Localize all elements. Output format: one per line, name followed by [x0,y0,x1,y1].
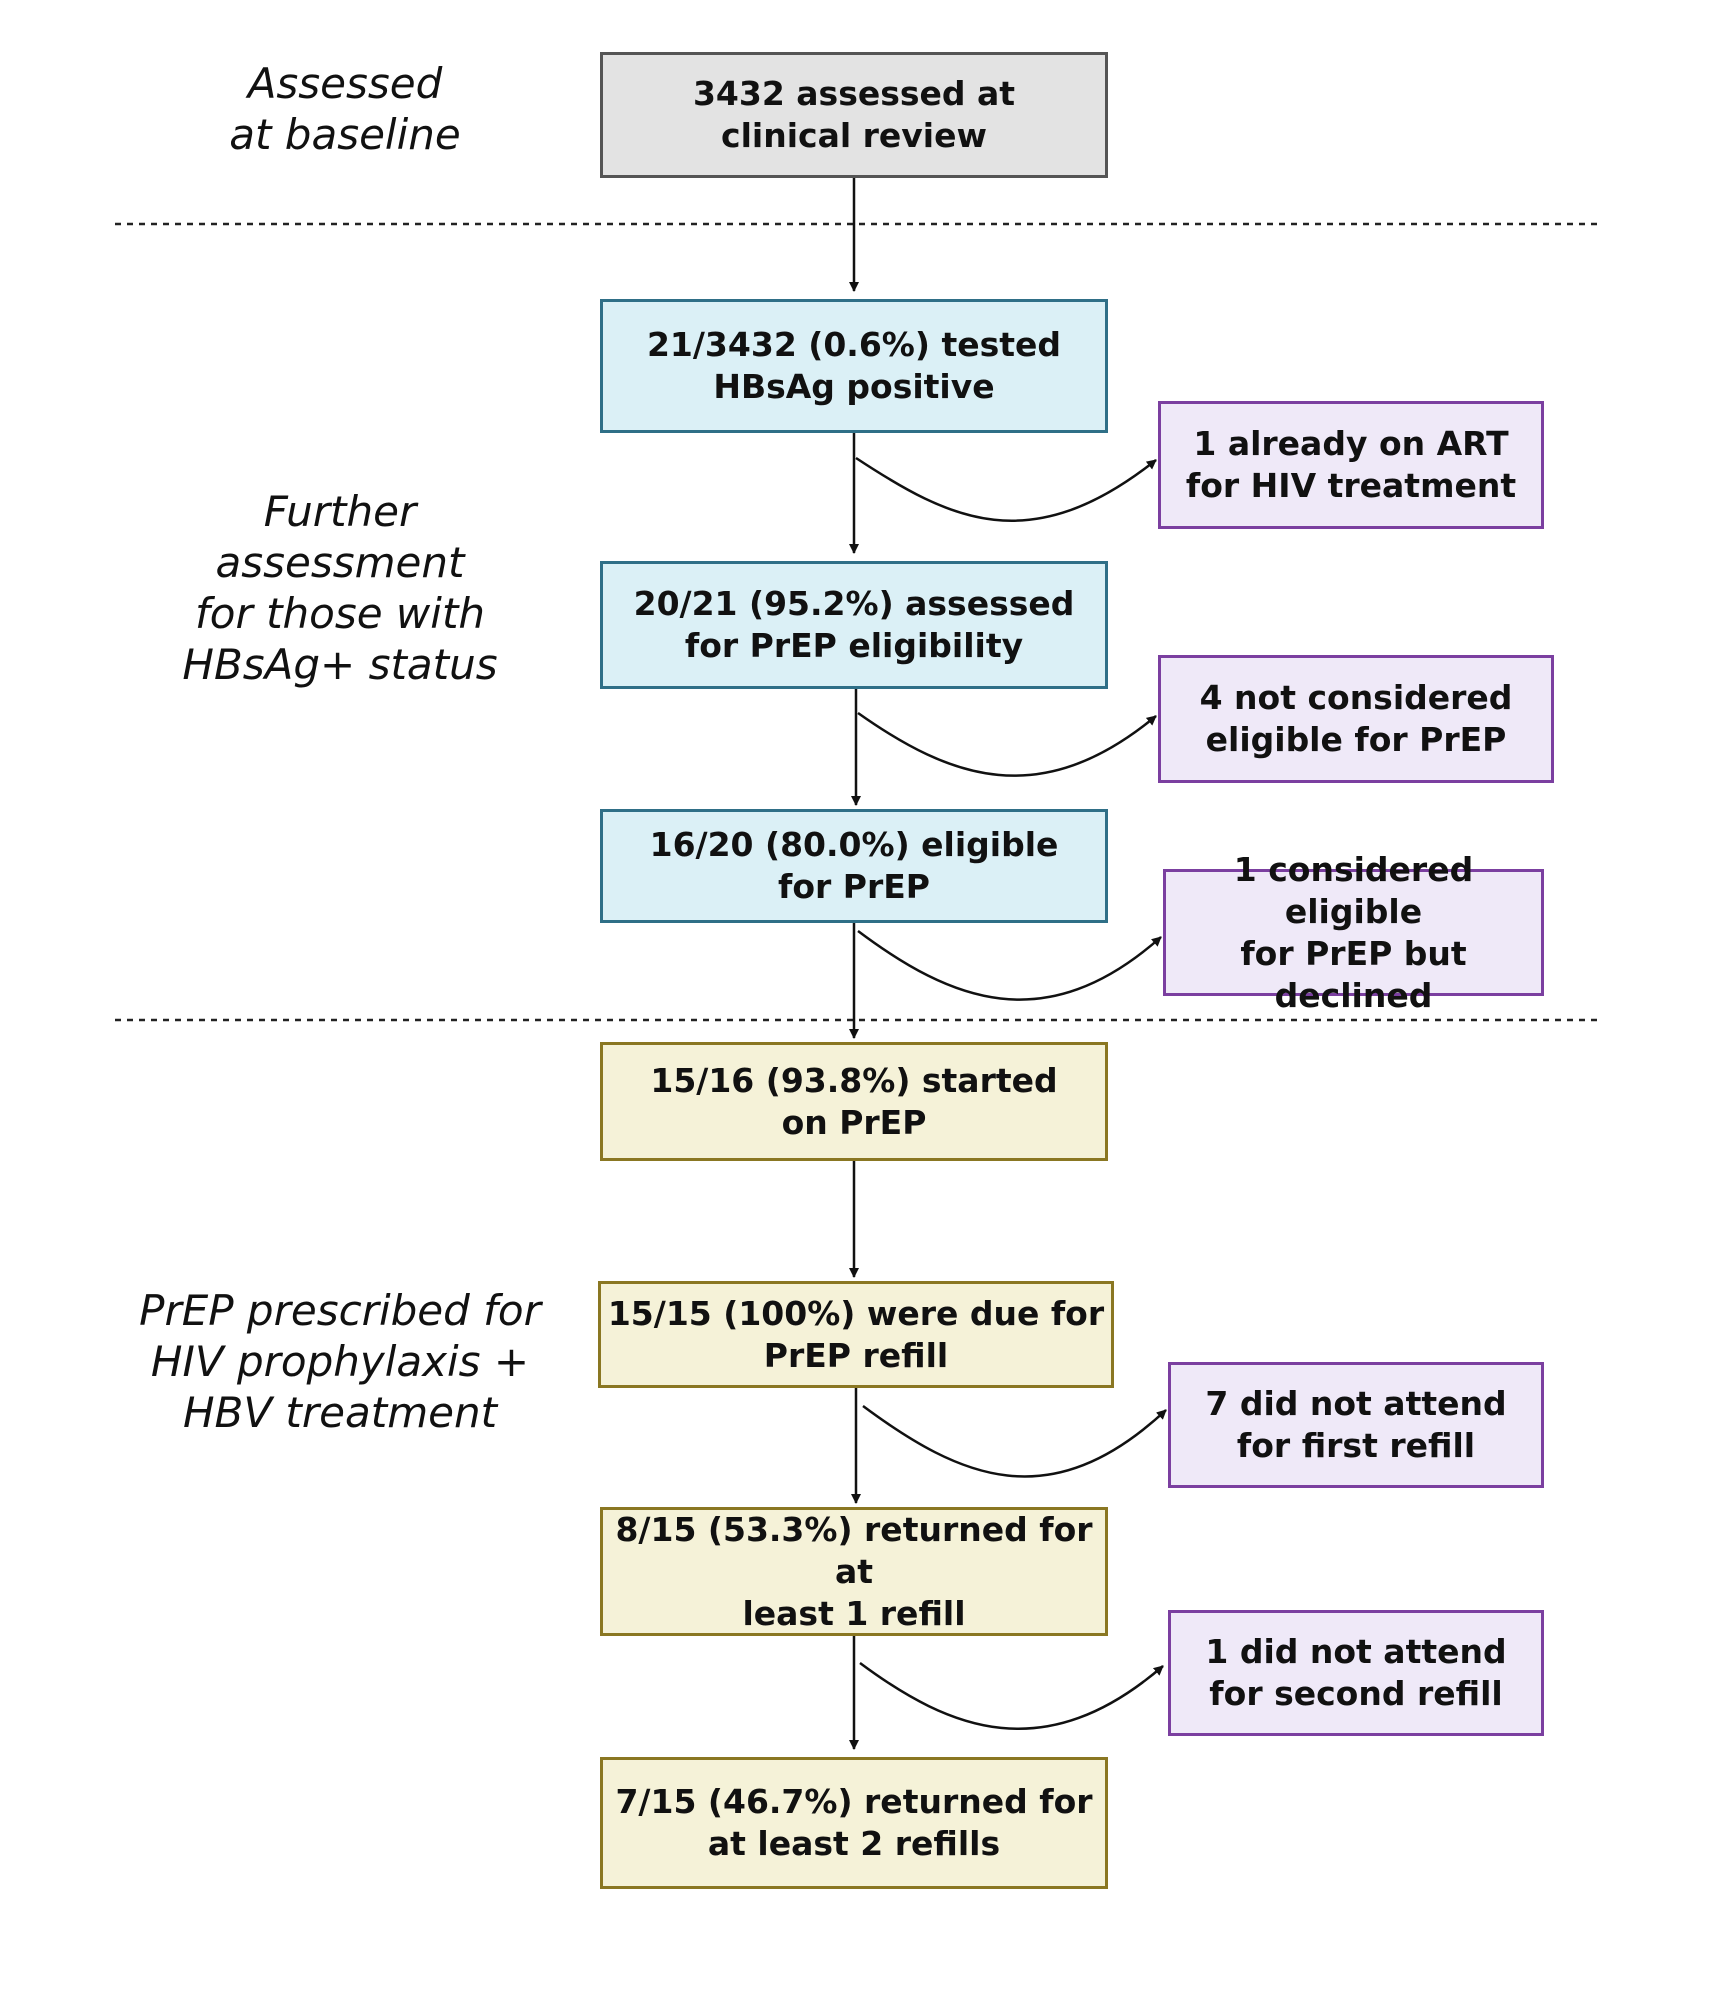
box-eligibility: 20/21 (95.2%) assessed for PrEP eligibil… [600,561,1108,689]
exclusion-arrow [862,1404,1167,1478]
box-assessed: 3432 assessed at clinical review [600,52,1108,178]
box-text: 3432 assessed at clinical review [692,74,1016,155]
box-text: 1 considered eligible for PrEP but decli… [1233,849,1474,1015]
box-text: 7 did not attend for first refill [1205,1384,1507,1465]
box-tested: 21/3432 (0.6%) tested HBsAg positive [600,299,1108,433]
box-text: 4 not considered eligible for PrEP [1199,678,1513,759]
box-text: 16/20 (80.0%) eligible for PrEP [649,825,1059,906]
stage-label-prep: PrEP prescribed for HIV prophylaxis + HB… [139,1286,541,1437]
exclusion-arrow [855,456,1157,522]
stage-label-baseline: Assessed at baseline [229,59,461,159]
box-no-second-refill: 1 did not attend for second refill [1168,1610,1544,1736]
box-text: 20/21 (95.2%) assessed for PrEP eligibil… [633,584,1075,665]
box-text: 21/3432 (0.6%) tested HBsAg positive [646,325,1062,406]
stage-label-further: Further assessment for those with HBsAg+… [182,487,498,689]
box-text: 1 already on ART for HIV treatment [1185,424,1517,505]
box-text: 15/16 (93.8%) started on PrEP [650,1060,1058,1142]
box-already-on-art: 1 already on ART for HIV treatment [1158,401,1544,529]
exclusion-arrow [857,711,1157,777]
box-declined: 1 considered eligible for PrEP but decli… [1163,850,1544,1015]
box-eligible: 16/20 (80.0%) eligible for PrEP [600,809,1108,923]
exclusion-arrow [857,929,1162,1001]
box-due: 15/15 (100%) were due for PrEP refill [598,1281,1114,1388]
box-text: 1 did not attend for second refill [1205,1632,1507,1713]
box-refill1: 8/15 (53.3%) returned for at least 1 ref… [600,1507,1108,1636]
box-text: 8/15 (53.3%) returned for at least 1 ref… [615,1509,1093,1633]
box-not-eligible: 4 not considered eligible for PrEP [1158,655,1554,783]
box-no-first-refill: 7 did not attend for first refill [1168,1362,1544,1488]
box-started: 15/16 (93.8%) started on PrEP [600,1042,1108,1161]
box-refill2: 7/15 (46.7%) returned for at least 2 ref… [600,1757,1108,1889]
exclusion-arrow [859,1661,1164,1731]
box-text: 15/15 (100%) were due for PrEP refill [607,1293,1105,1375]
box-text: 7/15 (46.7%) returned for at least 2 ref… [615,1782,1093,1863]
